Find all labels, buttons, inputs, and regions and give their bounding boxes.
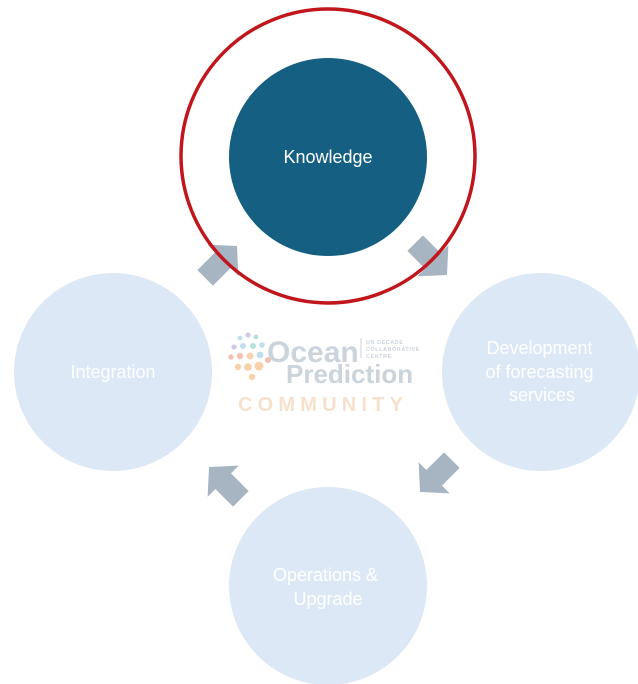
- logo-dot: [248, 373, 256, 381]
- knowledge-label: Knowledge: [283, 147, 372, 167]
- arrow-knowledge-to-development: [407, 235, 449, 277]
- logo-tagline-line: CENTRE: [366, 354, 392, 360]
- logo-dot: [250, 343, 256, 349]
- logo-dot: [228, 354, 234, 360]
- logo-dot: [240, 343, 246, 349]
- arrow-operations-to-integration: [207, 465, 249, 507]
- arrow-integration-to-knowledge: [197, 244, 239, 286]
- development-label: Development of forecasting services: [485, 338, 598, 405]
- logo-dots-icon: [228, 332, 271, 381]
- operations-label-line: Upgrade: [293, 589, 362, 609]
- logo-dot: [244, 363, 252, 371]
- logo-dot: [256, 351, 264, 359]
- development-node: [442, 273, 638, 471]
- integration-label: Integration: [70, 362, 155, 382]
- logo-word-community: COMMUNITY: [238, 394, 408, 416]
- logo-word-ocean: Ocean: [267, 336, 359, 369]
- logo-dot: [236, 352, 244, 360]
- logo-tagline-line: COLLABORATIVE: [366, 347, 420, 353]
- operations-node: [229, 487, 427, 684]
- logo-dot: [259, 342, 265, 348]
- development-label-line: Development: [486, 338, 592, 358]
- logo-dot: [253, 334, 259, 340]
- logo-dot: [231, 344, 237, 350]
- arrow-development-to-operations: [418, 452, 460, 494]
- logo-dot: [245, 332, 251, 338]
- knowledge-node: [229, 58, 427, 256]
- logo-word-prediction: Prediction: [286, 359, 413, 389]
- development-label-line: of forecasting: [485, 362, 593, 382]
- logo-dot: [265, 357, 271, 363]
- logo-dot: [237, 335, 243, 341]
- logo-tagline: UN DECADE COLLABORATIVE CENTRE: [366, 340, 422, 360]
- integration-node: [14, 273, 212, 471]
- logo-dot: [254, 361, 264, 371]
- highlight-ring: [179, 7, 477, 305]
- development-label-line: services: [509, 385, 575, 405]
- logo-dot: [234, 363, 242, 371]
- operations-label: Operations & Upgrade: [273, 565, 383, 609]
- operations-label-line: Operations &: [273, 565, 378, 585]
- ocean-prediction-logo: Ocean UN DECADE COLLABORATIVE CENTRE Pre…: [228, 332, 422, 416]
- logo-dot: [246, 352, 254, 360]
- logo-tagline-line: UN DECADE: [366, 340, 403, 346]
